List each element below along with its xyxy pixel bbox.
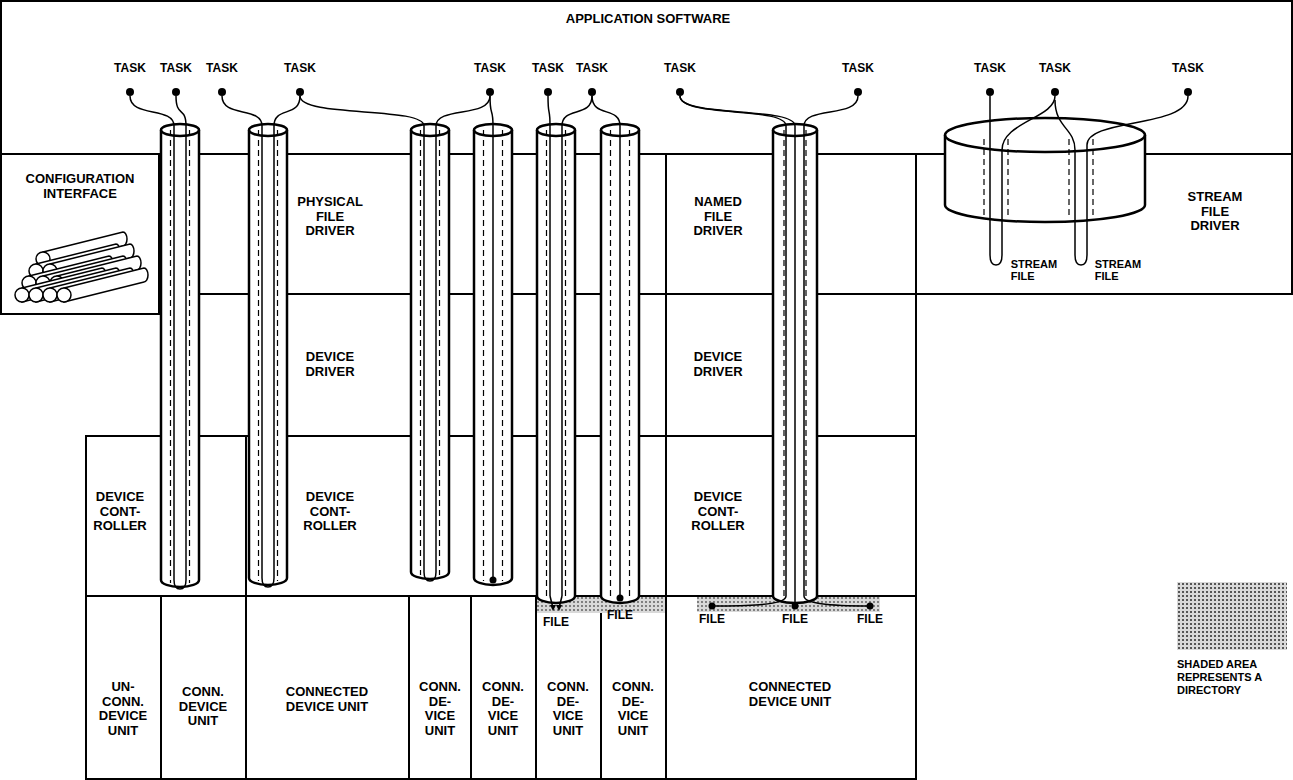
layer-label: DEVICE DRIVER [693, 350, 742, 379]
driver-band: DEVICE DRIVER [160, 293, 667, 437]
layer-label: DEVICE DRIVER [305, 350, 354, 379]
device-unit: UN- CONN. DEVICE UNIT [85, 595, 162, 780]
item-label: TASK [1039, 62, 1071, 75]
layer-label: CONN. DEVICE UNIT [179, 685, 227, 729]
item-label: TASK [206, 62, 238, 75]
controller-band: DEVICE CONT- ROLLER [85, 435, 247, 597]
layer-label: STREAM FILE DRIVER [1188, 190, 1243, 234]
layer-label: CONNECTED DEVICE UNIT [286, 685, 368, 714]
item-label: TASK [974, 62, 1006, 75]
layer-label: NAMED FILE DRIVER [693, 195, 742, 239]
stream-file-label: STREAM FILE [1011, 258, 1057, 282]
layer-label: DEVICE CONT- ROLLER [691, 490, 744, 534]
layer-label: CONN. DE- VICE UNIT [547, 680, 589, 738]
driver-band: DEVICE DRIVER [665, 293, 917, 437]
layer-label: PHYSICAL FILE DRIVER [297, 195, 363, 239]
item-label: TASK [532, 62, 564, 75]
software-layer: APPLICATION SOFTWARE [0, 0, 1293, 155]
driver-band: PHYSICAL FILE DRIVER [160, 153, 667, 295]
item-label: TASK [664, 62, 696, 75]
layer-label: CONN. DE- VICE UNIT [482, 680, 524, 738]
layer-label: APPLICATION SOFTWARE [566, 12, 730, 27]
item-label: TASK [114, 62, 146, 75]
stream-file-label: STREAM FILE [1095, 258, 1141, 282]
item-label: TASK [284, 62, 316, 75]
item-label: TASK [160, 62, 192, 75]
layer-label: DEVICE CONT- ROLLER [93, 490, 146, 534]
layer-label: CONNECTED DEVICE UNIT [749, 680, 831, 709]
item-label: FILE [857, 613, 883, 626]
layer-label: UN- CONN. DEVICE UNIT [99, 680, 147, 738]
item-label: TASK [474, 62, 506, 75]
device-unit: CONNECTED DEVICE UNIT [245, 595, 410, 780]
device-unit: CONN. DE- VICE UNIT [408, 595, 472, 780]
controller-band: DEVICE CONT- ROLLER [245, 435, 667, 597]
device-unit: CONN. DE- VICE UNIT [600, 595, 667, 780]
item-label: FILE [699, 613, 725, 626]
layer-label: CONN. DE- VICE UNIT [419, 680, 461, 738]
item-label: TASK [842, 62, 874, 75]
item-label: FILE [607, 609, 633, 622]
controller-band: DEVICE CONT- ROLLER [665, 435, 917, 597]
item-label: TASK [576, 62, 608, 75]
item-label: FILE [782, 613, 808, 626]
legend-swatch [1177, 582, 1287, 650]
layer-label: CONN. DE- VICE UNIT [612, 680, 654, 738]
device-unit: CONN. DE- VICE UNIT [470, 595, 537, 780]
driver-band: NAMED FILE DRIVER [665, 153, 917, 295]
item-label: FILE [543, 616, 569, 629]
legend-text: SHADED AREA REPRESENTS A DIRECTORY [1177, 658, 1289, 697]
item-label: TASK [1172, 62, 1204, 75]
device-unit: CONN. DEVICE UNIT [160, 595, 247, 780]
layer-label: CONFIGURATION INTERFACE [26, 172, 135, 201]
config-interface-box: CONFIGURATION INTERFACE [0, 153, 160, 315]
layer-label: DEVICE CONT- ROLLER [303, 490, 356, 534]
